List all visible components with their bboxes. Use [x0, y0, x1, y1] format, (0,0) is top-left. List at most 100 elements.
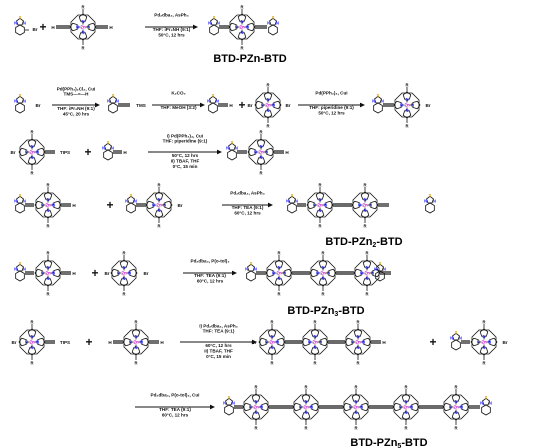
zinc-atom: Zn — [80, 24, 86, 29]
substituent-r: R — [356, 360, 359, 365]
pyrrole-ring — [263, 91, 273, 100]
substituent-r: R — [365, 291, 368, 296]
nitrogen-atom: N — [277, 265, 280, 270]
reaction-condition: Pd₂dba₃, AsPh₃ — [154, 13, 188, 18]
pyrrole-ring — [489, 337, 498, 347]
sulfur-atom: S — [455, 330, 458, 335]
nitrogen-atom: N — [318, 208, 321, 213]
substituent-r: R — [266, 123, 269, 128]
nitrogen-atom: N — [254, 410, 257, 415]
nitrogen-atom: N — [362, 339, 365, 344]
nitrogen-atom: N — [369, 202, 372, 207]
nitrogen-atom: N — [400, 102, 403, 107]
bromo-label: Br — [143, 271, 148, 276]
zinc-atom: Zn — [276, 270, 282, 275]
substituent-r: R — [240, 4, 243, 9]
substituent-r: R — [30, 319, 33, 324]
pyrrole-ring — [309, 268, 318, 278]
nitrogen-atom: N — [36, 339, 39, 344]
nitrogen-atom: N — [318, 197, 321, 202]
reaction-condition: 50°C, 12 hrs — [318, 110, 345, 115]
nitrogen-atom: N — [52, 202, 55, 207]
nitrogen-atom: N — [260, 404, 263, 409]
nitrogen-atom: N — [321, 265, 324, 270]
pyrrole-ring — [360, 210, 370, 219]
substituent-r: R — [270, 360, 273, 365]
reaction-condition: THF: TEA (9:1) — [194, 273, 226, 278]
nitrogen-atom: N — [354, 399, 357, 404]
hydrogen-label: H — [285, 150, 289, 155]
pyrrole-ring — [256, 157, 266, 166]
arrow-head — [268, 202, 273, 208]
nitrogen-atom: N — [270, 334, 273, 339]
substituent-r: R — [122, 250, 125, 255]
btd-thiadiazole-ring — [374, 95, 382, 104]
substituent-r: R — [318, 182, 321, 187]
nitrogen-atom: N — [308, 339, 311, 344]
plus-sign: + — [91, 266, 98, 280]
zinc-atom: Zn — [362, 202, 368, 207]
btd-thiadiazole-ring — [210, 17, 218, 26]
pyrrole-ring — [267, 328, 277, 337]
substituent-r: R — [270, 319, 273, 324]
pyrrole-ring — [254, 100, 263, 110]
pyrrole-ring — [263, 110, 273, 119]
zinc-atom: Zn — [453, 404, 459, 409]
substituent-r: R — [46, 291, 49, 296]
nitrogen-atom: N — [360, 270, 363, 275]
nitrogen-atom: N — [240, 30, 243, 35]
pyrrole-ring — [228, 22, 237, 32]
pyrrole-ring — [237, 32, 247, 41]
substituent-r: R — [304, 384, 307, 389]
pyrrole-ring — [351, 412, 361, 421]
substituent-r: R — [356, 319, 359, 324]
reaction-condition: THF: piperidine (9:1) — [163, 139, 208, 144]
nitrogen-atom: N — [488, 339, 491, 344]
btd-thiadiazole-ring — [225, 397, 233, 406]
pyrrole-ring — [53, 200, 62, 210]
pyrrole-ring — [370, 200, 379, 210]
zinc-atom: Zn — [404, 102, 410, 107]
compound-title: BTD-PZn5-BTD — [350, 437, 427, 448]
nitrogen-atom: N — [405, 97, 408, 102]
nitrogen-atom: N — [157, 208, 160, 213]
substituent-r: R — [266, 82, 269, 87]
nitrogen-atom: N — [482, 345, 485, 350]
reaction-condition: THF: TEA (9:1) — [159, 407, 191, 412]
btd-benzene-ring — [246, 270, 256, 282]
reaction-condition: 60°C, 12 hrs — [234, 210, 261, 215]
zinc-atom: Zn — [239, 24, 245, 29]
compound-title: BTD-PZn-BTD — [213, 53, 286, 65]
bromo-label: Br — [425, 103, 430, 108]
nitrogen-atom: N — [313, 345, 316, 350]
sulfur-atom: S — [272, 15, 275, 20]
sulfur-atom: S — [231, 140, 234, 145]
substituent-r: R — [482, 360, 485, 365]
zinc-atom: Zn — [353, 404, 359, 409]
sulfur-atom: S — [19, 193, 22, 198]
hydrogen-label: H — [51, 25, 55, 30]
nitrogen-atom: N — [405, 108, 408, 113]
btd-benzene-ring — [375, 270, 385, 282]
nitrogen-atom: N — [249, 404, 252, 409]
zinc-atom: Zn — [481, 339, 487, 344]
zinc-atom: Zn — [156, 202, 162, 207]
pyrrole-ring — [247, 22, 256, 32]
nitrogen-atom: N — [223, 400, 226, 405]
substituent-r: R — [365, 250, 368, 255]
pyrrole-ring — [342, 402, 351, 412]
reaction-condition: ii) TBAF, THF — [204, 348, 233, 353]
btd-thiadiazole-ring — [127, 195, 135, 204]
nitrogen-atom: N — [363, 197, 366, 202]
nitrogen-atom: N — [454, 410, 457, 415]
pyrrole-ring — [292, 402, 301, 412]
btd-benzene-ring — [227, 149, 237, 161]
pyrrole-ring — [251, 412, 261, 421]
pyrrole-ring — [242, 402, 251, 412]
btd-benzene-ring — [15, 24, 25, 36]
btd-thiadiazole-ring — [16, 17, 24, 26]
nitrogen-atom: N — [25, 149, 28, 154]
pyrrole-ring — [361, 402, 370, 412]
pyrrole-ring — [247, 147, 256, 157]
bromo-label: Br — [104, 271, 109, 276]
